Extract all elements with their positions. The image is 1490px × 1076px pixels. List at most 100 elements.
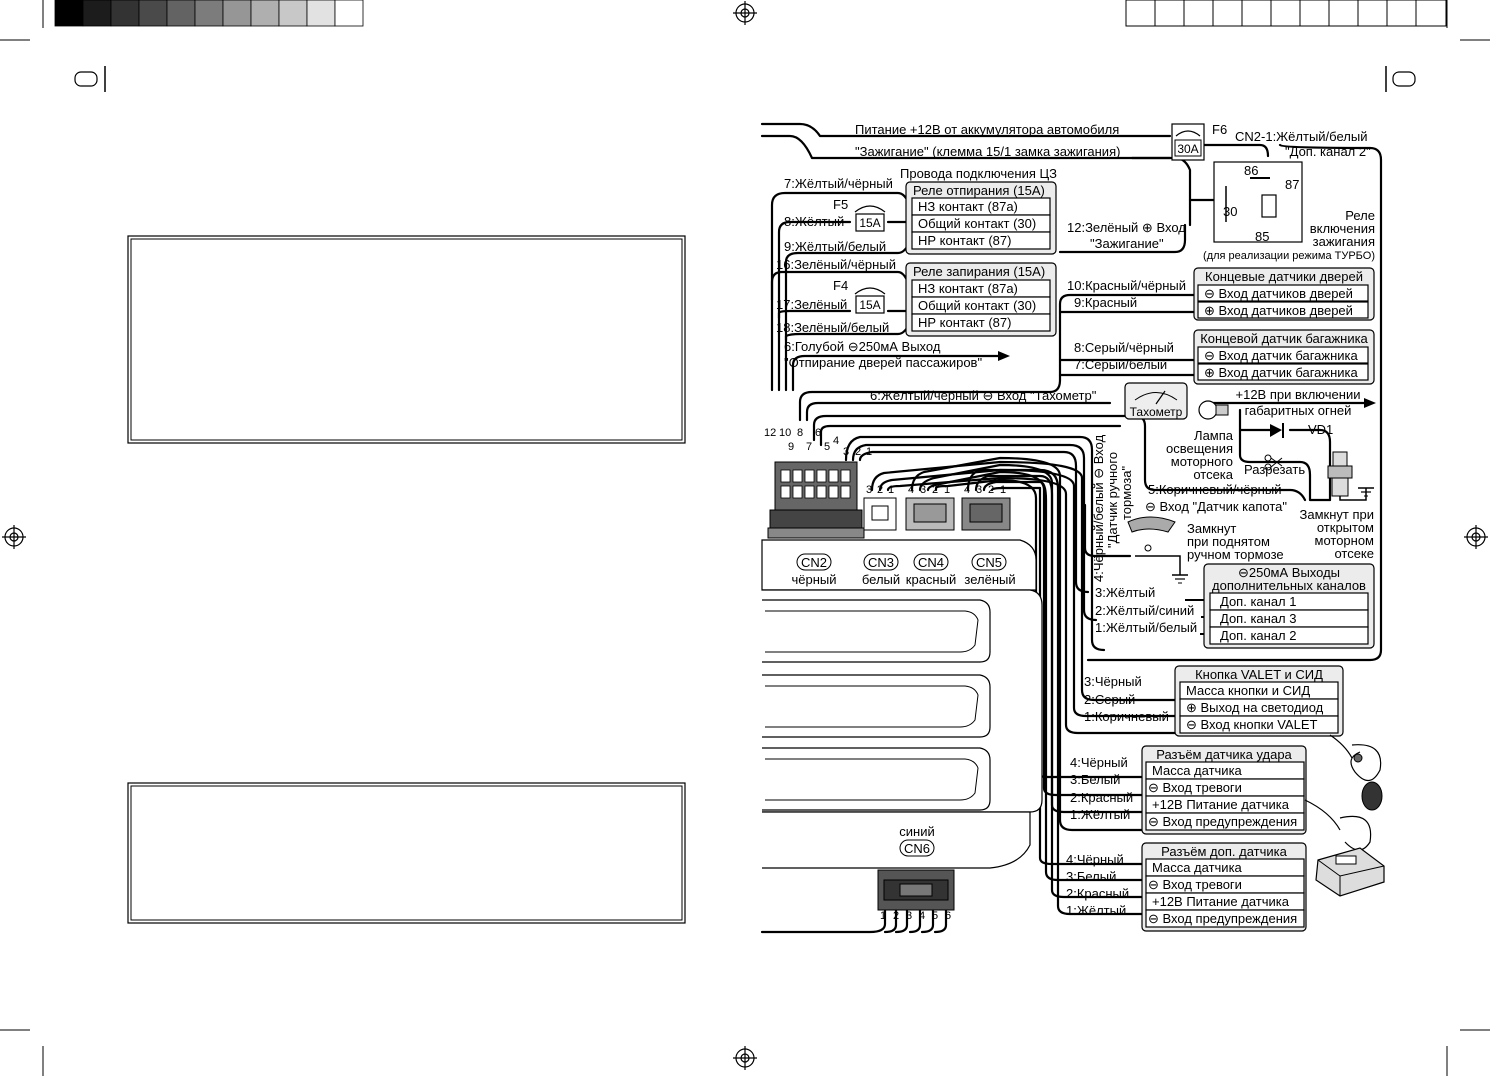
diode-vd1-icon: VD1 (1270, 422, 1333, 438)
handbrake-lever-icon (1127, 516, 1188, 584)
svg-text:F5: F5 (833, 197, 848, 212)
svg-text:моторном: моторном (1315, 533, 1375, 548)
svg-text:3: 3 (976, 484, 982, 496)
svg-text:⊕ Вход датчик багажника: ⊕ Вход датчик багажника (1204, 365, 1359, 380)
gray-swatch (334, 0, 364, 27)
lamp-icon (1198, 400, 1229, 420)
lamp-label: Лампа освещения моторного отсека (1166, 428, 1234, 482)
svg-text:Кнопка VALET и СИД: Кнопка VALET и СИД (1195, 667, 1323, 682)
svg-text:НР контакт (87): НР контакт (87) (918, 315, 1011, 330)
svg-text:2: 2 (932, 484, 938, 496)
tacho-wire-label: 6:Жёлтый/чёрный ⊖ Вход "Тахометр" (870, 388, 1097, 403)
svg-text:8:Жёлтый: 8:Жёлтый (784, 214, 844, 229)
unlock-relay-box: Реле отпирания (15А) НЗ контакт (87а) Об… (905, 181, 1057, 255)
svg-text:3: 3 (866, 484, 872, 496)
cn2-label: CN2 чёрный (791, 553, 837, 587)
cn5-connector: 4 3 2 1 (961, 484, 1011, 531)
svg-text:Масса датчика: Масса датчика (1152, 763, 1243, 778)
svg-text:отсеке: отсеке (1334, 546, 1374, 561)
handbrake-closed-note: Замкнут при поднятом ручном тормозе (1187, 521, 1284, 562)
cn2-pin-slot (792, 469, 803, 483)
svg-text:3: 3 (920, 484, 926, 496)
svg-text:9: 9 (788, 441, 794, 453)
svg-text:НЗ контакт (87а): НЗ контакт (87а) (918, 199, 1018, 214)
svg-text:⊖ Вход датчик багажника: ⊖ Вход датчик багажника (1204, 348, 1359, 363)
svg-text:3: 3 (906, 910, 912, 922)
svg-text:9:Жёлтый/белый: 9:Жёлтый/белый (784, 239, 886, 254)
handbrake-vertical-label: 4:Чёрный/белый ⊖ Вход "Датчик ручного то… (1091, 434, 1134, 582)
svg-text:2: 2 (877, 484, 883, 496)
svg-text:Доп. канал 2: Доп. канал 2 (1220, 628, 1296, 643)
gray-swatch (250, 0, 280, 27)
svg-text:10:Красный/чёрный: 10:Красный/чёрный (1067, 278, 1186, 293)
trunk-sensor-wires: 8:Серый/чёрный 7:Серый/белый (1074, 340, 1174, 372)
turbo-relay: 86 87 30 85 (1213, 161, 1303, 244)
svg-text:7:Жёлтый/чёрный: 7:Жёлтый/чёрный (784, 176, 893, 191)
cn2-connector (767, 461, 865, 539)
svg-text:при поднятом: при поднятом (1187, 534, 1270, 549)
svg-text:+12В Питание датчика: +12В Питание датчика (1152, 797, 1290, 812)
lights-label: +12В при включении габаритных огней (1236, 387, 1361, 418)
svg-text:НР контакт (87): НР контакт (87) (918, 233, 1011, 248)
gray-swatch (194, 0, 224, 27)
main-unit-body (761, 539, 1043, 869)
svg-text:⊖250мА Выходы: ⊖250мА Выходы (1238, 565, 1340, 580)
svg-text:2:Жёлтый/синий: 2:Жёлтый/синий (1095, 603, 1194, 618)
svg-text:габаритных огней: габаритных огней (1245, 403, 1352, 418)
cn6-pin-numbers: 1 2 3 4 5 6 (880, 910, 951, 922)
svg-text:4:Чёрный: 4:Чёрный (1066, 852, 1124, 867)
svg-text:1: 1 (1000, 484, 1006, 496)
svg-text:чёрный: чёрный (791, 572, 836, 587)
cn2-pin-slot (792, 485, 803, 499)
gray-swatch (166, 0, 196, 27)
svg-text:2:Серый: 2:Серый (1084, 692, 1135, 707)
svg-text:2:Красный: 2:Красный (1070, 790, 1133, 805)
extra-sensor-wires: 4:Чёрный 3:Белый 2:Красный 1:Жёлтый (1066, 852, 1129, 918)
svg-text:15A: 15A (859, 216, 880, 230)
svg-text:⊖ Вход кнопки VALET: ⊖ Вход кнопки VALET (1186, 717, 1318, 732)
svg-text:открытом: открытом (1317, 520, 1374, 535)
scissors-icon: Разрезать (1244, 454, 1305, 477)
cn2-pin-slot (804, 485, 815, 499)
svg-text:6: 6 (815, 427, 821, 439)
svg-text:9:Красный: 9:Красный (1074, 295, 1137, 310)
central-lock-title: Провода подключения ЦЗ (900, 166, 1057, 181)
hood-sensor-label: 5:Коричневый/чёрный ⊖ Вход "Датчик капот… (1145, 482, 1287, 514)
cn6-connector (877, 869, 955, 911)
svg-text:1: 1 (888, 484, 894, 496)
svg-text:Концевой датчик багажника: Концевой датчик багажника (1200, 331, 1368, 346)
svg-text:"Отпирание дверей пассажиров": "Отпирание дверей пассажиров" (784, 355, 982, 370)
gray-scale-strip (54, 0, 364, 27)
svg-text:1: 1 (944, 484, 950, 496)
svg-text:⊖ Вход предупреждения: ⊖ Вход предупреждения (1148, 814, 1297, 829)
svg-text:87: 87 (1285, 177, 1299, 192)
door-sensor-wires: 10:Красный/чёрный 9:Красный (1067, 278, 1186, 310)
cn3-connector: 3 2 1 (863, 484, 897, 531)
valet-box: Кнопка VALET и СИД Масса кнопки и СИД ⊕ … (1174, 665, 1344, 737)
svg-text:⊖ Вход тревоги: ⊖ Вход тревоги (1148, 780, 1242, 795)
svg-text:зелёный: зелёный (964, 572, 1015, 587)
svg-text:7: 7 (806, 441, 812, 453)
svg-text:F4: F4 (833, 278, 848, 293)
svg-text:Общий контакт (30): Общий контакт (30) (918, 216, 1036, 231)
cn3-label: CN3 белый (862, 553, 900, 587)
svg-text:НЗ контакт (87а): НЗ контакт (87а) (918, 281, 1018, 296)
fuse-f6: 30A F6 (1171, 122, 1227, 161)
svg-text:освещения: освещения (1166, 441, 1233, 456)
svg-text:6:Голубой ⊖250мА Выход: 6:Голубой ⊖250мА Выход (784, 339, 941, 354)
cn2-pin-slot (780, 469, 791, 483)
unlock-relay-wires: 7:Жёлтый/чёрный 8:Жёлтый 9:Жёлтый/белый (784, 176, 893, 254)
extra-sensor-box: Разъём доп. датчика Масса датчика ⊖ Вход… (1141, 842, 1307, 932)
svg-text:5: 5 (932, 910, 938, 922)
svg-text:4:Чёрный: 4:Чёрный (1070, 755, 1128, 770)
svg-text:Доп. канал 3: Доп. канал 3 (1220, 611, 1296, 626)
cn5-label: CN5 зелёный (964, 553, 1016, 587)
svg-text:"Зажигание": "Зажигание" (1090, 236, 1164, 251)
svg-text:включения: включения (1310, 221, 1375, 236)
ignition-wire-label: "Зажигание" (клемма 15/1 замка зажигания… (855, 144, 1120, 159)
svg-text:6: 6 (945, 910, 951, 922)
svg-text:3:Жёлтый: 3:Жёлтый (1095, 585, 1155, 600)
gray-swatch (54, 0, 84, 27)
svg-text:17:Зелёный: 17:Зелёный (776, 297, 847, 312)
